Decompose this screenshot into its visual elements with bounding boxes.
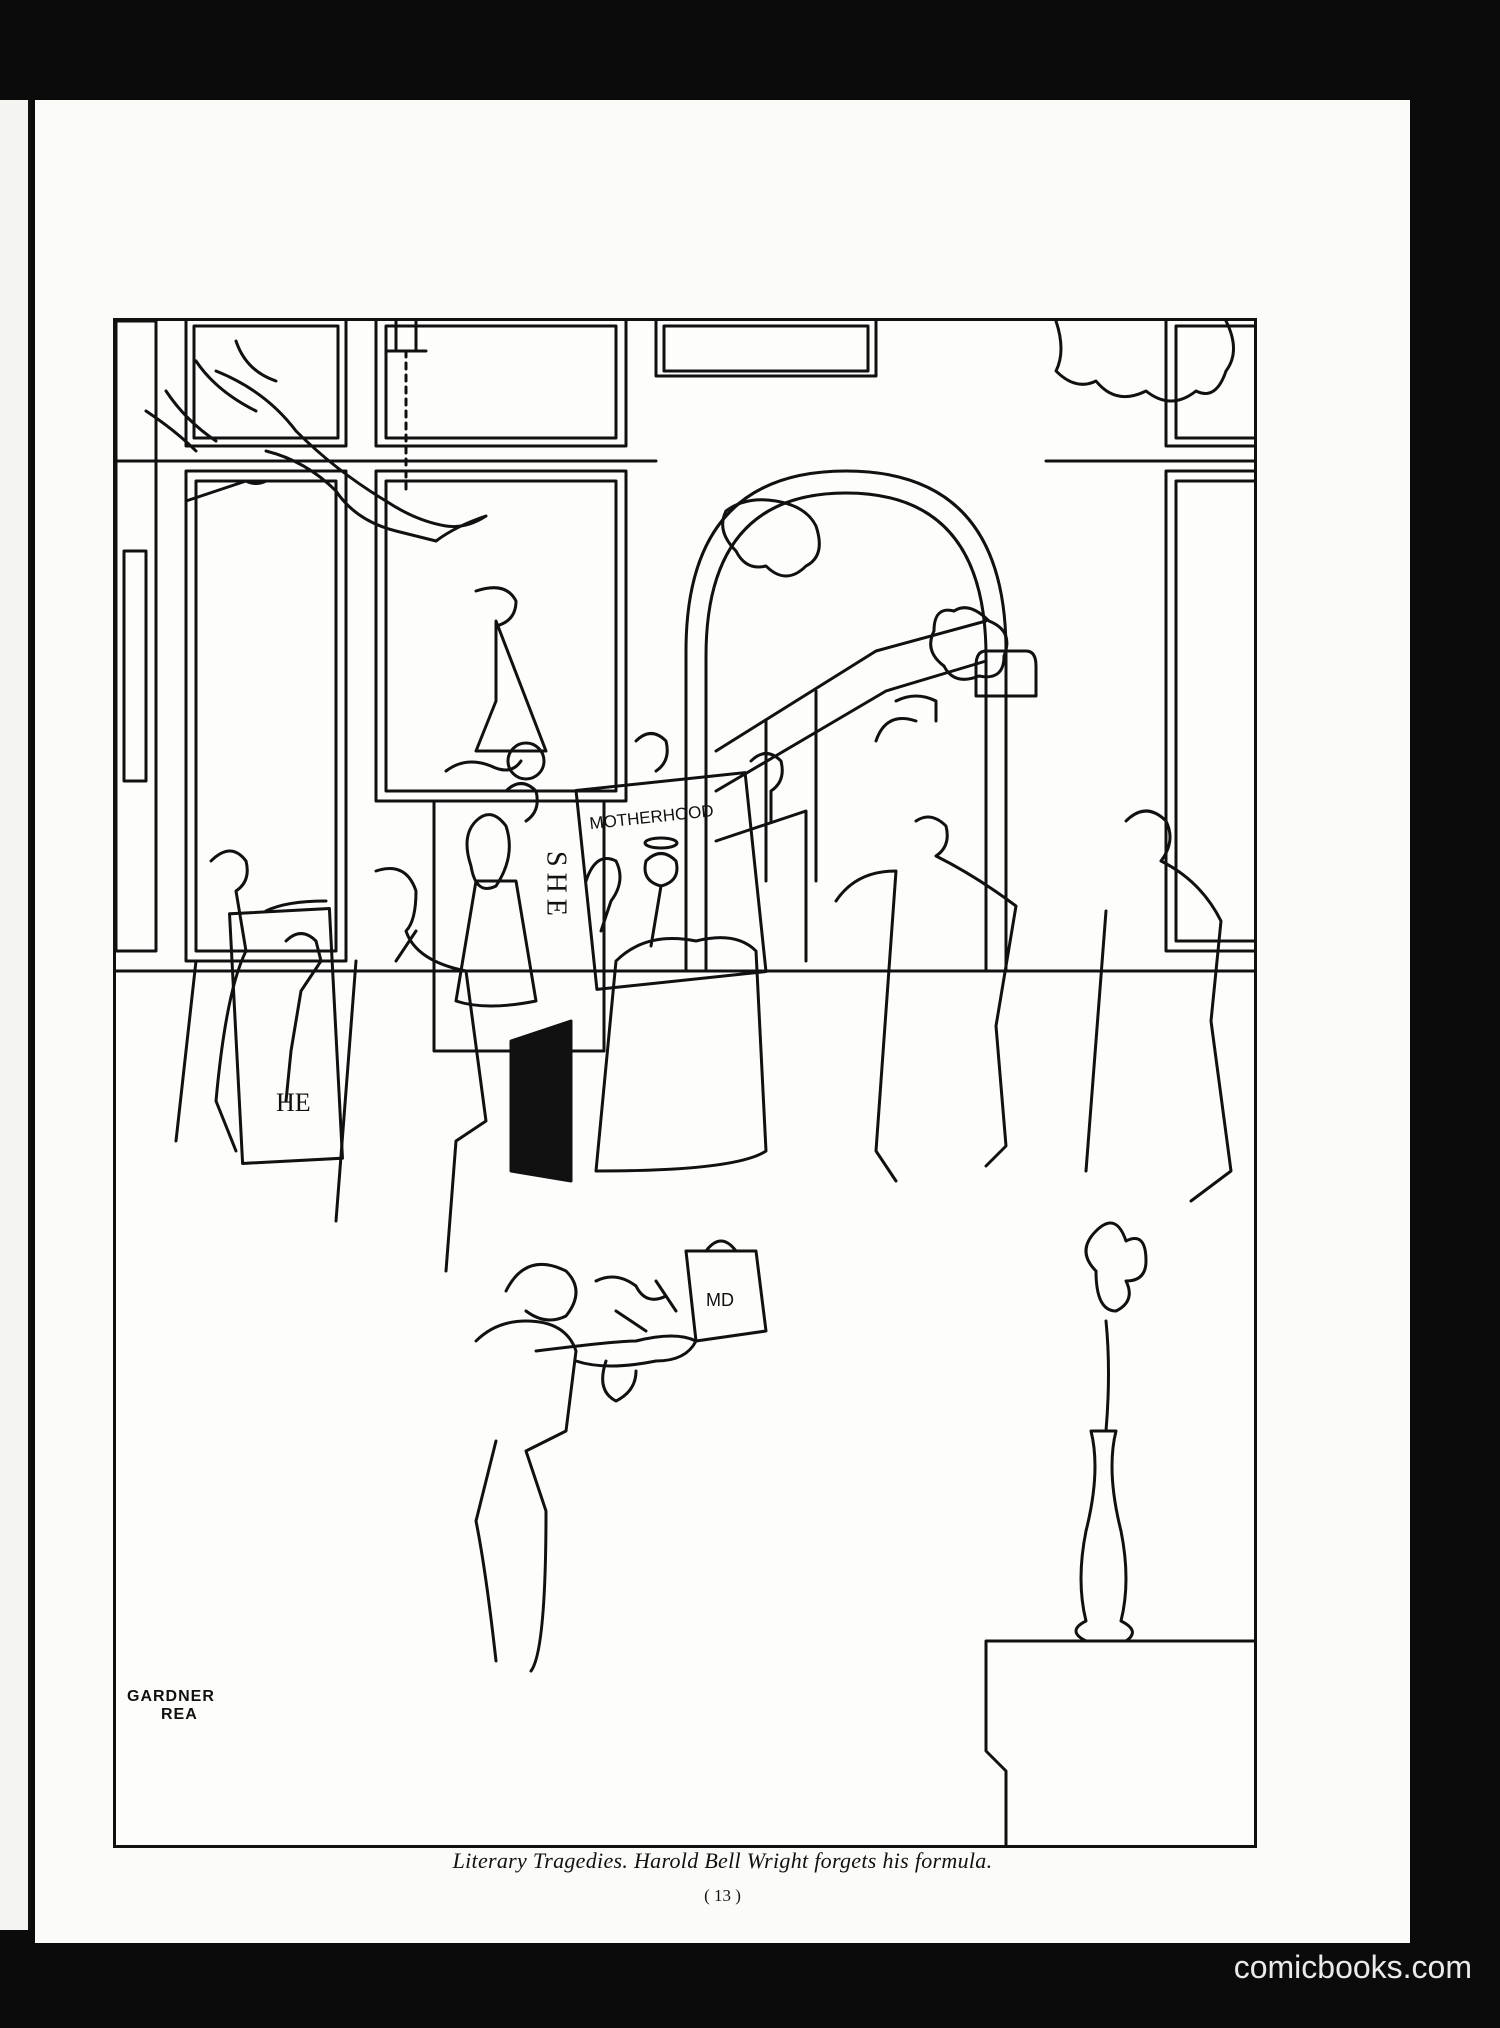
bush — [929, 606, 1009, 681]
motherhood-label: MOTHERHOOD — [589, 801, 715, 833]
book-page: HE SHE MOTHER — [35, 100, 1410, 1943]
armchair — [509, 857, 768, 1183]
bag-label: MD — [706, 1290, 734, 1310]
site-watermark: comicbooks.com — [1233, 1949, 1472, 1985]
artist-signature: GARDNER REA — [127, 1688, 215, 1724]
vase-table — [984, 1221, 1254, 1845]
cartoon-panel: HE SHE MOTHER — [113, 318, 1257, 1848]
chandelier — [1054, 321, 1235, 403]
signature-line-2: REA — [161, 1706, 198, 1723]
signature-line-1: GARDNER — [127, 1688, 215, 1705]
chandelier — [721, 498, 821, 578]
maid — [474, 1262, 698, 1673]
she-label: SHE — [541, 851, 572, 922]
archway — [684, 469, 1008, 973]
doctor-bag: MD — [594, 1239, 768, 1343]
stork — [144, 321, 548, 781]
cartoon-caption: Literary Tragedies. Harold Bell Wright f… — [452, 1848, 993, 1873]
facing-page-edge — [0, 100, 31, 1930]
she-sign: SHE — [432, 799, 606, 1053]
cartoon-illustration: HE SHE MOTHER — [116, 321, 1254, 1845]
figures — [174, 694, 1233, 1273]
page-number: ( 13 ) — [704, 1886, 741, 1905]
armchair-background — [974, 649, 1038, 698]
he-label: HE — [276, 1088, 311, 1117]
wall-panelling — [116, 321, 1254, 973]
he-sign: HE — [228, 899, 344, 1165]
